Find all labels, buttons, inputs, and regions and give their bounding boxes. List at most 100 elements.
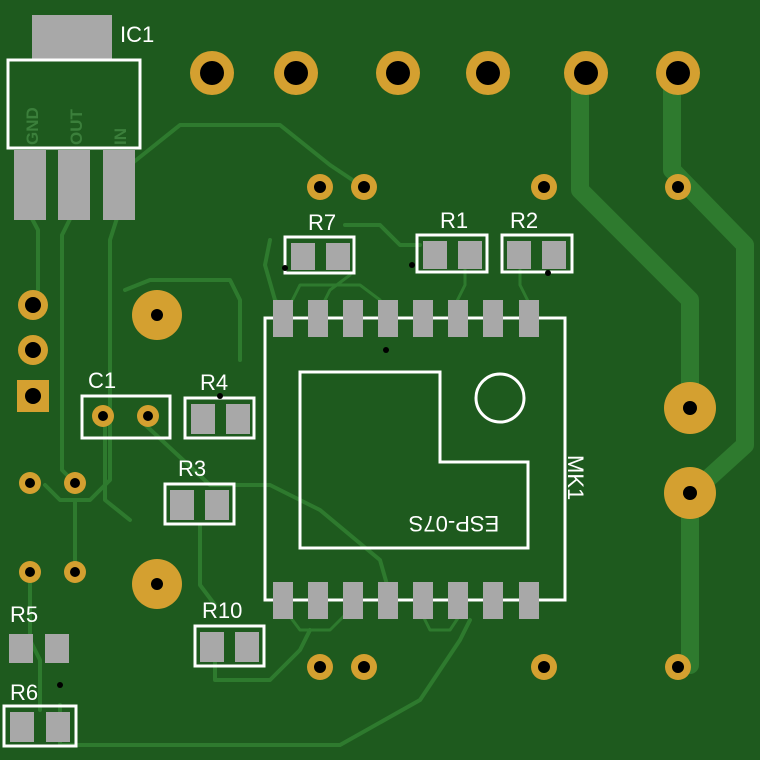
r4-pad-2: [226, 404, 250, 434]
via-dots: [57, 262, 551, 688]
via-pad-3: [531, 174, 557, 200]
c1-pad-2: [137, 405, 159, 427]
ic1-pin-label-in: IN: [111, 128, 130, 145]
small-pad-4: [64, 561, 86, 583]
mk1-component: MK1 ESP-07S: [263, 300, 588, 619]
header-pad-6: [656, 51, 700, 95]
mk1-module-label: ESP-07S: [409, 511, 500, 536]
r5-ref-label: R5: [10, 602, 38, 627]
ic1-pin-pad-in: [103, 150, 135, 220]
r10-ref-label: R10: [202, 598, 242, 623]
via-pad-8: [665, 654, 691, 680]
r5-pad-1: [9, 634, 33, 663]
r10-pad-1: [200, 632, 224, 662]
trace-r10-loop: [213, 628, 312, 682]
c1-pad-1: [92, 405, 114, 427]
mount-pad-left-bottom: [132, 559, 182, 609]
ic1-pin-pad-out: [58, 150, 90, 220]
trace-mk1-bottom: [283, 608, 347, 632]
r10-outline: [193, 624, 266, 668]
trace-r5-r6: [28, 578, 42, 712]
c1-component: C1: [80, 368, 172, 440]
r10-component: R10: [193, 598, 266, 668]
r6-pad-1: [10, 712, 34, 742]
header-pad-3: [376, 51, 420, 95]
r7-pad-1: [291, 243, 315, 270]
ic1-pin-label-out: OUT: [67, 109, 86, 146]
r7-pad-2: [326, 243, 350, 270]
via-pad-4: [665, 174, 691, 200]
r1-ref-label: R1: [440, 208, 468, 233]
r3-pad-1: [170, 490, 194, 520]
header-pad-5: [564, 51, 608, 95]
trace-ic1-in: [43, 213, 120, 502]
r3-component: R3: [163, 456, 236, 526]
r2-ref-label: R2: [510, 208, 538, 233]
trace-r4-diag: [138, 418, 392, 597]
ic1-pin-pad-gnd: [14, 150, 46, 220]
small-pad-3: [19, 561, 41, 583]
r1-component: R1: [415, 208, 489, 274]
c1-outline: [80, 394, 172, 440]
traces: [28, 63, 754, 747]
via-pad-7: [531, 654, 557, 680]
mk1-ref-label: MK1: [563, 455, 588, 500]
r7-component: R7: [283, 210, 356, 275]
small-pad-2: [64, 472, 86, 494]
header-pad-2: [274, 51, 318, 95]
ic1-ref-label: IC1: [120, 22, 154, 47]
c1-ref-label: C1: [88, 368, 116, 393]
ic1-pin-label-gnd: GND: [23, 107, 42, 145]
mount-pad-right-top: [664, 382, 716, 434]
ic1-outline: [6, 58, 142, 150]
r7-outline: [283, 235, 356, 275]
r2-pad-1: [507, 241, 531, 269]
r6-ref-label: R6: [10, 680, 38, 705]
r6-component: R6: [2, 680, 78, 748]
r6-pad-2: [46, 712, 70, 742]
ic1-component: IC1 GND OUT IN: [6, 15, 154, 220]
trace-r3-down: [198, 523, 217, 607]
ic1-tab-pad: [32, 15, 112, 60]
r7-ref-label: R7: [308, 210, 336, 235]
r10-pad-2: [235, 632, 259, 662]
trace-power-right-2: [663, 63, 754, 674]
r1-outline: [415, 233, 489, 274]
header-pad-1: [190, 51, 234, 95]
small-pad-1: [19, 472, 41, 494]
trace-top-loop: [128, 123, 362, 187]
r4-pad-1: [191, 404, 215, 434]
r2-outline: [500, 233, 574, 274]
r1-pad-2: [458, 241, 482, 269]
trace-r7-right: [343, 223, 422, 247]
r2-pad-2: [542, 241, 566, 269]
r4-component: R4: [183, 370, 256, 440]
mk1-bottom-pads: [273, 582, 539, 619]
r2-component: R2: [500, 208, 574, 274]
via-pad-6: [351, 654, 377, 680]
r6-outline: [2, 704, 78, 748]
conn-pad-2: [18, 335, 48, 365]
r5-component: R5: [9, 602, 69, 663]
r5-pad-2: [45, 634, 69, 663]
r3-ref-label: R3: [178, 456, 206, 481]
r3-outline: [163, 482, 236, 526]
mount-pad-right-bottom: [664, 467, 716, 519]
r3-pad-2: [205, 490, 229, 520]
trace-mk1-bottom-2: [418, 608, 462, 632]
mk1-antenna-mark: [474, 372, 526, 424]
conn-pad-3-square: [17, 380, 49, 412]
via-pad-2: [351, 174, 377, 200]
r4-ref-label: R4: [200, 370, 228, 395]
via-pad-5: [307, 654, 333, 680]
mount-pad-left-top: [132, 290, 182, 340]
header-pad-4: [466, 51, 510, 95]
conn-pad-1: [18, 290, 48, 320]
th-pads: [17, 51, 716, 680]
trace-mk1-r2: [518, 268, 532, 307]
r1-pad-1: [423, 241, 447, 269]
trace-left-long: [123, 278, 242, 362]
via-pad-1: [307, 174, 333, 200]
